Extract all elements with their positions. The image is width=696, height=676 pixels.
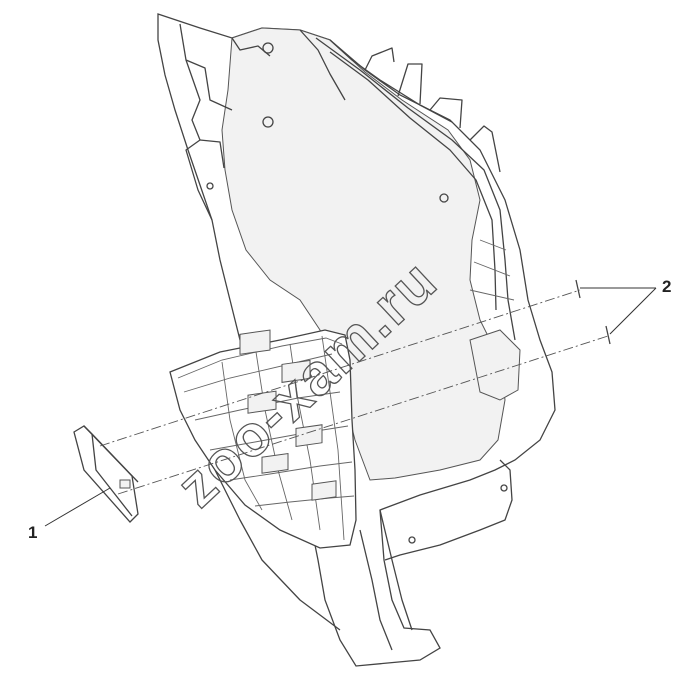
callout-2-label: 2 [662,277,671,296]
part-2-fasteners [575,279,611,345]
assembly-centerlines [99,289,609,495]
housing-shell [157,13,556,667]
callout-leaders [44,287,657,527]
front-panel-grid [169,329,357,631]
callout-1-label: 1 [28,523,37,542]
part-1-plate [73,425,139,523]
